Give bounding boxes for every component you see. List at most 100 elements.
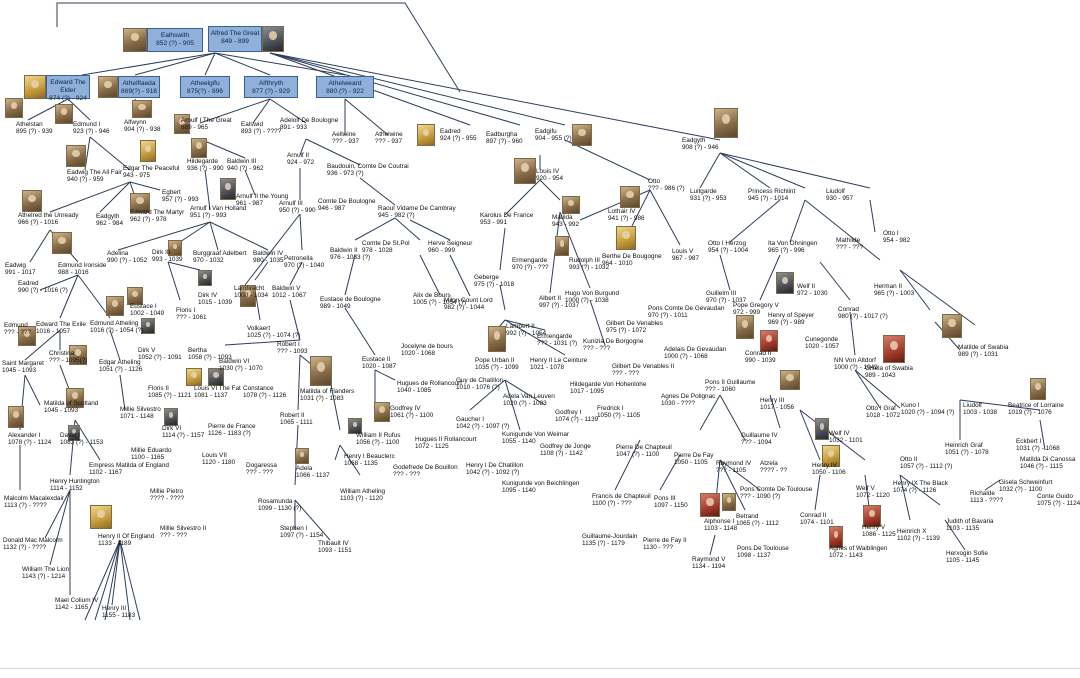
person-floris-i[interactable]: Floris I??? - 1061 [176,307,207,322]
person-dogaressa[interactable]: Dogaressa??? - ??? [246,462,277,477]
person-box-alfred[interactable]: Alfred The Great 849 - 899 [208,26,262,52]
person-otto-986[interactable]: Otto??? - 986 (?) [648,178,685,193]
person-box-edward-elder[interactable]: Edward The Elder 874 (?) - 924 [46,75,90,102]
person-pons-toulouse[interactable]: Pons Comte De Toulouse??? - 1090 (?) [740,486,812,501]
person-box-aelfthryth[interactable]: Alfthryth 877 (?) - 929 [244,76,298,98]
person-atzela[interactable]: Atzela???? - ?? [760,460,787,475]
person-raymond-iv[interactable]: Raymond IV??? - 1105 [716,460,751,475]
person-ermengarde2[interactable]: Ermengarde??? - 1031 (?) [537,333,577,348]
person-millie-pietro[interactable]: Millie Pietro???? - ???? [150,488,184,503]
person-millie-ii[interactable]: Millie Silvestro II??? - ??? [160,525,206,540]
